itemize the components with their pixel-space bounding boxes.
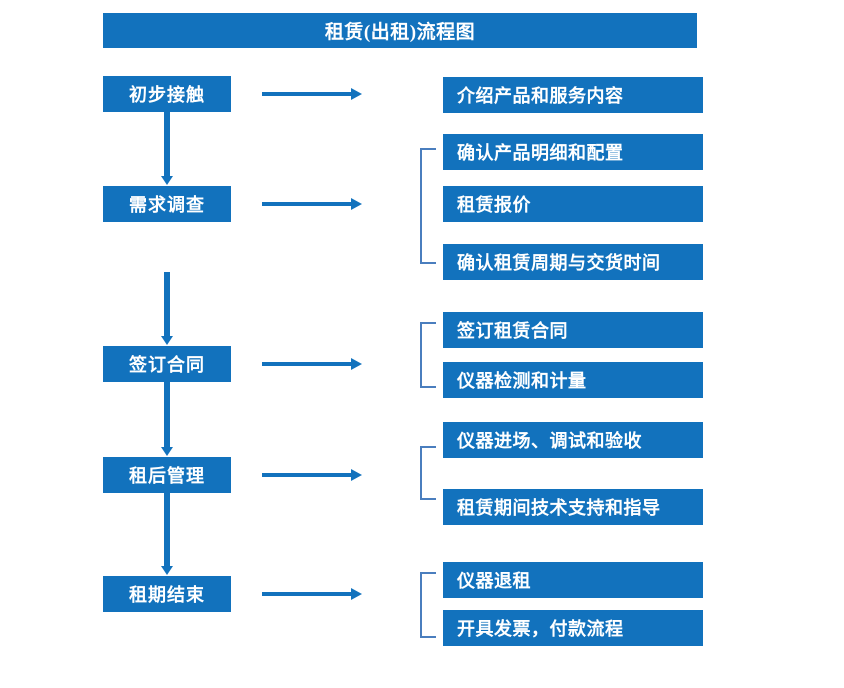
arrow-shaft	[262, 92, 351, 96]
arrow-head	[351, 588, 362, 600]
arrow-down-2	[161, 272, 173, 346]
stage-box-1[interactable]: 初步接触	[103, 76, 231, 112]
group-bracket-4	[420, 446, 436, 500]
arrow-head	[351, 198, 362, 210]
stage-box-3[interactable]: 签订合同	[103, 346, 231, 382]
detail-box-3-1[interactable]: 签订租赁合同	[443, 312, 703, 348]
detail-box-5-2[interactable]: 开具发票，付款流程	[443, 610, 703, 646]
arrow-shaft	[262, 473, 351, 477]
arrow-right-2	[262, 198, 362, 210]
arrow-shaft	[164, 272, 170, 336]
group-bracket-3	[420, 322, 436, 388]
arrow-right-4	[262, 469, 362, 481]
detail-box-5-1[interactable]: 仪器退租	[443, 562, 703, 598]
detail-box-1-1[interactable]: 介绍产品和服务内容	[443, 77, 703, 113]
arrow-down-1	[161, 112, 173, 186]
arrow-shaft	[262, 202, 351, 206]
detail-box-3-2[interactable]: 仪器检测和计量	[443, 362, 703, 398]
arrow-head	[161, 447, 173, 456]
arrow-shaft	[164, 382, 170, 447]
detail-box-4-1[interactable]: 仪器进场、调试和验收	[443, 422, 703, 458]
arrow-head	[351, 469, 362, 481]
arrow-right-5	[262, 588, 362, 600]
arrow-head	[351, 88, 362, 100]
arrow-right-1	[262, 88, 362, 100]
group-bracket-5	[420, 572, 436, 638]
arrow-shaft	[164, 493, 170, 566]
detail-box-4-2[interactable]: 租赁期间技术支持和指导	[443, 489, 703, 525]
arrow-head	[351, 358, 362, 370]
stage-box-5[interactable]: 租期结束	[103, 576, 231, 612]
stage-box-2[interactable]: 需求调查	[103, 186, 231, 222]
arrow-head	[161, 176, 173, 185]
arrow-right-3	[262, 358, 362, 370]
chart-title: 租赁(出租)流程图	[103, 13, 697, 48]
detail-box-2-3[interactable]: 确认租赁周期与交货时间	[443, 244, 703, 280]
arrow-head	[161, 336, 173, 345]
stage-box-4[interactable]: 租后管理	[103, 457, 231, 493]
detail-box-2-1[interactable]: 确认产品明细和配置	[443, 134, 703, 170]
arrow-head	[161, 566, 173, 575]
group-bracket-2	[420, 148, 436, 264]
arrow-shaft	[262, 592, 351, 596]
arrow-down-3	[161, 382, 173, 457]
arrow-shaft	[164, 112, 170, 176]
arrow-down-4	[161, 493, 173, 576]
arrow-shaft	[262, 362, 351, 366]
detail-box-2-2[interactable]: 租赁报价	[443, 186, 703, 222]
